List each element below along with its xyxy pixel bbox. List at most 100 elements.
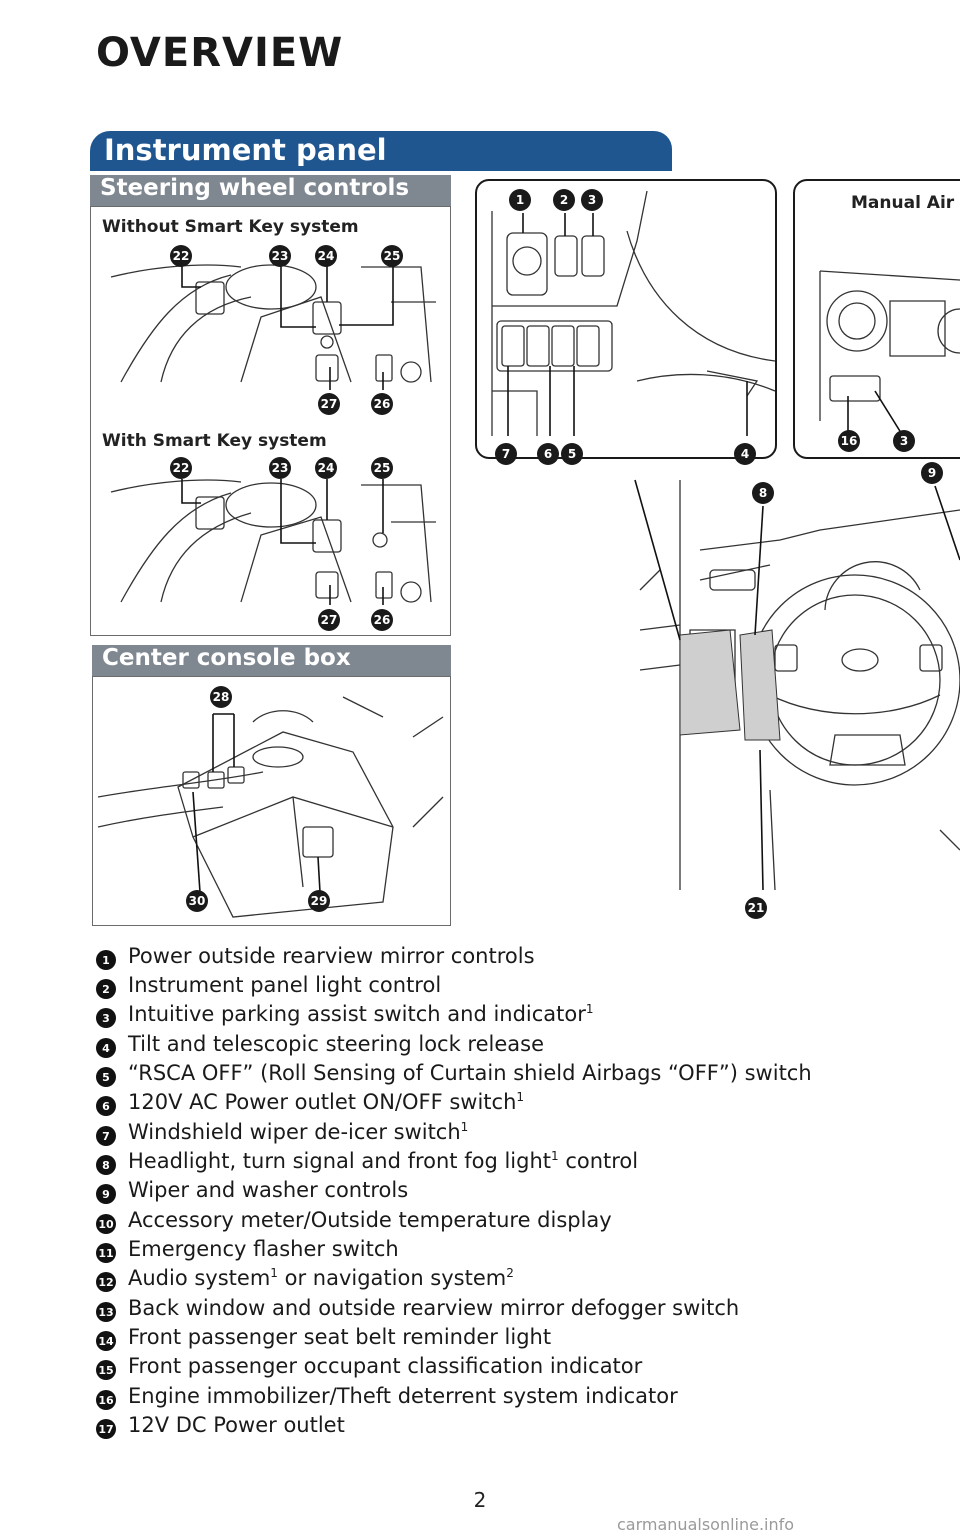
footnote-marker: 2 — [506, 1266, 514, 1280]
list-item-number: 15 — [96, 1360, 116, 1380]
callout-badge: 8 — [752, 482, 774, 504]
list-item: 5 “RSCA OFF” (Roll Sensing of Curtain sh… — [96, 1061, 936, 1090]
page-number: 2 — [473, 1488, 487, 1512]
air-detail-view: Manual Air — [793, 179, 960, 459]
footnote-marker: 1 — [551, 1149, 559, 1163]
list-item: 12 Audio system1 or navigation system2 — [96, 1266, 936, 1295]
callout-badge: 25 — [381, 245, 403, 267]
callout-badge: 7 — [495, 443, 517, 465]
section-banner: Instrument panel — [90, 131, 672, 171]
list-item-number: 5 — [96, 1067, 116, 1087]
list-item: 6 120V AC Power outlet ON/OFF switch1 — [96, 1090, 936, 1119]
with-smart-key-label: With Smart Key system — [102, 431, 327, 451]
list-item-text: Front passenger seat belt reminder light — [128, 1325, 552, 1349]
switch-detail-illustration — [491, 190, 775, 436]
list-item-number: 14 — [96, 1331, 116, 1351]
section-banner-label: Instrument panel — [104, 133, 387, 167]
list-item: 9 Wiper and washer controls — [96, 1178, 936, 1207]
list-item-number: 10 — [96, 1214, 116, 1234]
watermark-text: carmanualsonline.info — [617, 1515, 795, 1534]
center-console-heading-label: Center console box — [102, 645, 351, 671]
list-item-number: 1 — [96, 950, 116, 970]
list-item-text: “RSCA OFF” (Roll Sensing of Curtain shie… — [128, 1061, 812, 1085]
list-item-number: 12 — [96, 1272, 116, 1292]
callout-badge: 22 — [170, 457, 192, 479]
steering-controls-heading-label: Steering wheel controls — [100, 175, 410, 201]
steering-controls-panel: Without Smart Key system With Smart Key … — [90, 206, 451, 636]
center-console-heading: Center console box — [92, 645, 451, 676]
callout-badge: 26 — [371, 393, 393, 415]
list-item-text: Headlight, turn signal and front fog lig… — [128, 1149, 639, 1173]
list-item-number: 16 — [96, 1390, 116, 1410]
center-console-panel — [92, 676, 451, 926]
callout-badge: 2 — [553, 189, 575, 211]
list-item: 7 Windshield wiper de-icer switch1 — [96, 1120, 936, 1149]
list-item-text: Engine immobilizer/Theft deterrent syste… — [128, 1384, 678, 1408]
list-item: 15 Front passenger occupant classificati… — [96, 1354, 936, 1383]
footnote-marker: 1 — [460, 1120, 469, 1134]
list-item-text: 120V AC Power outlet ON/OFF switch1 — [128, 1090, 525, 1114]
steering-wheel-illustrations — [110, 264, 436, 605]
list-item: 14 Front passenger seat belt reminder li… — [96, 1325, 936, 1354]
list-item: 17 12V DC Power outlet — [96, 1413, 936, 1442]
list-item-text: Emergency flasher switch — [128, 1237, 399, 1261]
list-item-text: Intuitive parking assist switch and indi… — [128, 1002, 594, 1026]
callout-badge: 5 — [561, 443, 583, 465]
callout-badge: 24 — [315, 245, 337, 267]
list-item-number: 6 — [96, 1096, 116, 1116]
list-item-text: Instrument panel light control — [128, 973, 442, 997]
list-item-number: 4 — [96, 1038, 116, 1058]
callout-badge: 1 — [509, 189, 531, 211]
callout-badge: 28 — [210, 686, 232, 708]
list-item-text: Audio system1 or navigation system2 — [128, 1266, 514, 1290]
footnote-marker: 1 — [585, 1002, 594, 1016]
list-item-number: 7 — [96, 1126, 116, 1146]
center-console-illustration — [97, 696, 444, 918]
callout-badge: 23 — [269, 245, 291, 267]
list-item-number: 8 — [96, 1155, 116, 1175]
list-item-number: 2 — [96, 979, 116, 999]
callout-badge: 3 — [893, 430, 915, 452]
list-item-number: 17 — [96, 1419, 116, 1439]
list-item: 4 Tilt and telescopic steering lock rele… — [96, 1032, 936, 1061]
list-item: 3 Intuitive parking assist switch and in… — [96, 1002, 936, 1031]
callout-badge: 25 — [371, 457, 393, 479]
callout-badge: 3 — [581, 189, 603, 211]
callout-badge: 4 — [734, 443, 756, 465]
footnote-marker: 1 — [516, 1090, 525, 1104]
steering-controls-heading: Steering wheel controls — [90, 175, 451, 206]
list-item-text: Back window and outside rearview mirror … — [128, 1296, 740, 1320]
callout-badge: 22 — [170, 245, 192, 267]
callout-badge: 26 — [371, 609, 393, 631]
list-item-text: 12V DC Power outlet — [128, 1413, 345, 1437]
dashboard-illustration — [634, 479, 960, 890]
without-smart-key-label: Without Smart Key system — [102, 217, 359, 237]
footnote-marker: 1 — [270, 1266, 278, 1280]
callout-badge: 16 — [838, 430, 860, 452]
switch-detail-view — [475, 179, 777, 459]
manual-air-label: Manual Air — [851, 193, 955, 213]
list-item: 11 Emergency flasher switch — [96, 1237, 936, 1266]
list-item-number: 13 — [96, 1302, 116, 1322]
callout-badge: 6 — [537, 443, 559, 465]
callout-badge: 27 — [318, 609, 340, 631]
list-item-number: 11 — [96, 1243, 116, 1263]
list-item-text: Wiper and washer controls — [128, 1178, 409, 1202]
air-detail-illustration — [819, 270, 960, 437]
list-item-text: Tilt and telescopic steering lock releas… — [128, 1032, 545, 1056]
callout-badge: 9 — [921, 462, 943, 484]
list-item: 13 Back window and outside rearview mirr… — [96, 1296, 936, 1325]
list-item: 2 Instrument panel light control — [96, 973, 936, 1002]
callout-badge: 21 — [745, 897, 767, 919]
list-item: 16 Engine immobilizer/Theft deterrent sy… — [96, 1384, 936, 1413]
callout-badge: 27 — [318, 393, 340, 415]
list-item: 10 Accessory meter/Outside temperature d… — [96, 1208, 936, 1237]
page-title: OVERVIEW — [96, 30, 344, 76]
list-item-text: Accessory meter/Outside temperature disp… — [128, 1208, 612, 1232]
callout-badge: 29 — [308, 890, 330, 912]
list-item: 8 Headlight, turn signal and front fog l… — [96, 1149, 936, 1178]
callout-badge: 30 — [186, 890, 208, 912]
list-item-text: Windshield wiper de-icer switch1 — [128, 1120, 469, 1144]
list-item-number: 9 — [96, 1184, 116, 1204]
list-item-text: Power outside rearview mirror controls — [128, 944, 535, 968]
